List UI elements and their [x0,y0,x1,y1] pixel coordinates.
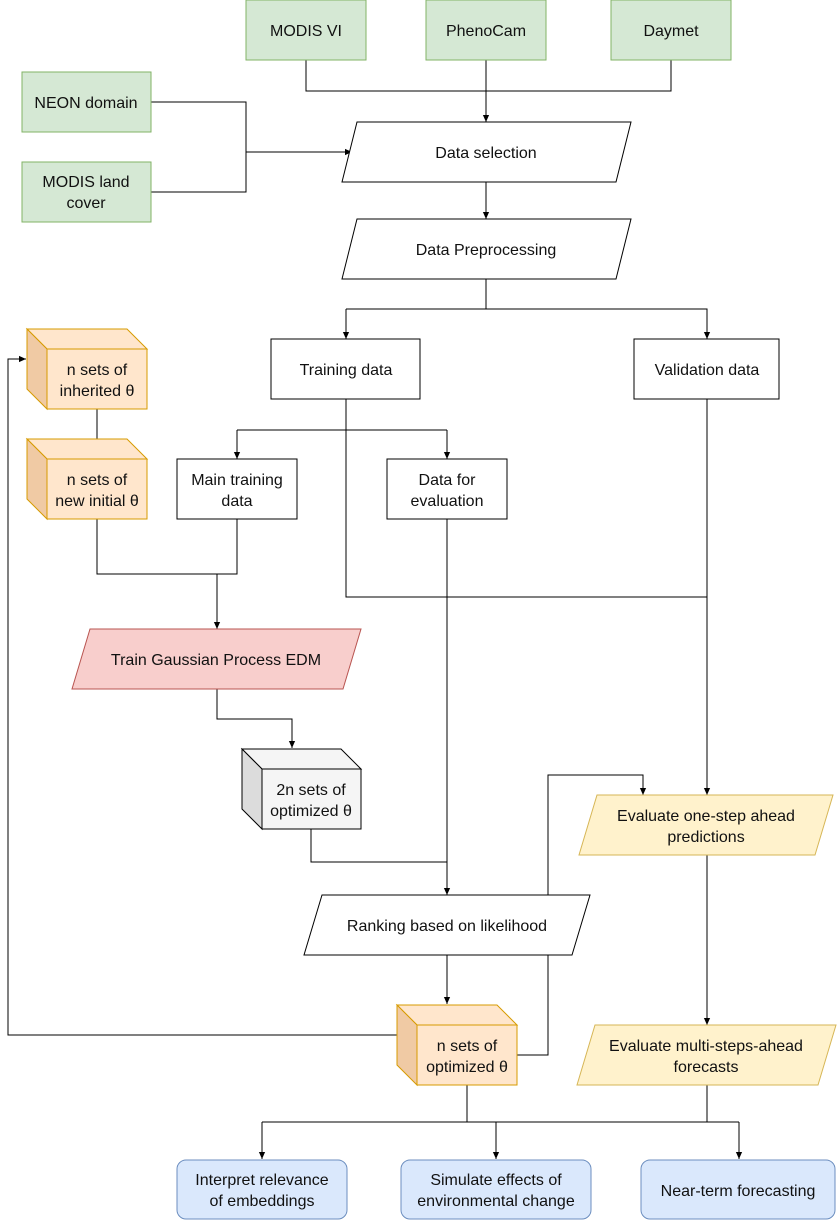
node-simulate-line1: Simulate effects of [430,1172,562,1189]
node-phenocam: PhenoCam [425,0,547,61]
connectors [7,60,743,1159]
node-modis-land-cover-line1: MODIS land [42,174,129,191]
node-data-selection: Data selection [341,121,632,183]
node-2n-optimized-line2: optimized θ [270,803,352,820]
node-evaluate-multi-step-line2: forecasts [674,1059,739,1076]
edge-feedback-loop [7,355,397,1036]
node-2n-optimized-line1: 2n sets of [276,782,346,799]
node-new-initial-theta-line1: n sets of [67,472,128,489]
node-modis-vi: MODIS VI [245,0,367,61]
node-evaluate-one-step-line1: Evaluate one-step ahead [617,808,795,825]
node-interpret-relevance: Interpret relevance of embeddings [176,1159,348,1220]
edge-neon-merge [151,101,247,152]
node-validation-data: Validation data [633,338,780,400]
node-inherited-theta: n sets of inherited θ [25,327,149,411]
node-inherited-theta-line2: inherited θ [60,383,135,400]
edge-modis-vi-merge [305,60,486,92]
node-interpret-line2: of embeddings [210,1193,315,1210]
node-modis-vi-label: MODIS VI [270,23,342,40]
edge-preprocessing-split [346,279,487,310]
node-data-for-evaluation: Data for evaluation [386,458,508,520]
node-data-selection-label: Data selection [435,145,536,162]
edge-training-down [345,399,707,598]
node-phenocam-label: PhenoCam [446,23,526,40]
node-daymet: Daymet [610,0,732,61]
edge-landcover-merge [151,152,247,193]
node-validation-data-label: Validation data [655,362,760,379]
node-new-initial-theta-line2: new initial θ [55,493,139,510]
node-training-data: Training data [270,338,421,400]
node-modis-land-cover-line2: cover [66,195,106,212]
node-simulate-effects: Simulate effects of environmental change [400,1159,592,1220]
node-n-optimized-line1: n sets of [437,1038,498,1055]
edge-new-initial-merge [96,519,217,575]
node-evaluate-one-step: Evaluate one-step ahead predictions [578,794,834,856]
node-main-training-line1: Main training [191,472,283,489]
node-main-training-data: Main training data [176,458,298,520]
node-evaluate-multi-step: Evaluate multi-steps-ahead forecasts [576,1024,837,1086]
node-n-optimized-theta: n sets of optimized θ [395,1003,519,1087]
node-evaluate-one-step-line2: predictions [667,829,744,846]
node-main-training-line2: data [221,493,252,510]
edge-daymet-merge [486,60,672,92]
node-evaluate-multi-step-line1: Evaluate multi-steps-ahead [609,1038,803,1055]
node-data-preprocessing-label: Data Preprocessing [416,242,557,259]
edge-gp-to-2n [216,689,296,748]
node-near-term-forecasting: Near-term forecasting [640,1159,836,1220]
node-modis-land-cover: MODIS land cover [21,161,152,223]
node-neon-domain: NEON domain [21,71,152,133]
node-near-term-forecasting-label: Near-term forecasting [661,1183,816,1200]
node-data-for-evaluation-line2: evaluation [411,493,484,510]
node-interpret-line1: Interpret relevance [195,1172,329,1189]
node-neon-domain-label: NEON domain [34,95,137,112]
node-inherited-theta-line1: n sets of [67,362,128,379]
edge-optimized-to-onestep [517,774,647,1056]
node-n-optimized-line2: optimized θ [426,1059,508,1076]
node-2n-optimized-theta: 2n sets of optimized θ [240,747,363,831]
node-ranking-label: Ranking based on likelihood [347,918,547,935]
node-new-initial-theta: n sets of new initial θ [25,437,149,521]
node-train-gp-edm-label: Train Gaussian Process EDM [111,652,321,669]
node-ranking: Ranking based on likelihood [303,894,591,956]
edge-to-validation [486,308,711,339]
node-data-preprocessing: Data Preprocessing [341,218,632,280]
node-daymet-label: Daymet [643,23,699,40]
node-simulate-line2: environmental change [417,1193,575,1210]
node-train-gp-edm: Train Gaussian Process EDM [71,628,362,690]
edge-main-training-merge [217,519,238,575]
node-training-data-label: Training data [300,362,393,379]
node-data-for-evaluation-line1: Data for [419,472,477,489]
edge-2n-merge [310,829,447,863]
